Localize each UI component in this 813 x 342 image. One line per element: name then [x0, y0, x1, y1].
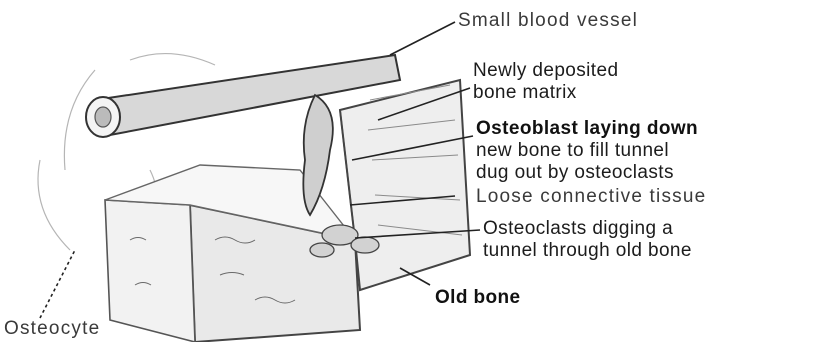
leader-small-blood-vessel	[390, 22, 455, 55]
label-newly-deposited-2: bone matrix	[473, 82, 577, 103]
label-osteoclasts-2: tunnel through old bone	[483, 240, 692, 261]
label-osteoblast-2: new bone to fill tunnel	[476, 140, 669, 161]
vessel-lumen	[95, 107, 111, 127]
ring-arc	[38, 160, 70, 250]
label-loose-connective: Loose connective tissue	[476, 186, 706, 207]
label-osteocyte: Osteocyte	[4, 318, 100, 339]
label-old-bone: Old bone	[435, 287, 521, 308]
osteoblast-tunnel	[303, 95, 333, 215]
label-small-blood-vessel: Small blood vessel	[458, 10, 638, 31]
label-osteoblast-1: Osteoblast laying down	[476, 118, 698, 139]
ring-arc	[130, 54, 215, 65]
osteoclast-cell	[351, 237, 379, 253]
section-panel	[340, 80, 470, 290]
label-newly-deposited-1: Newly deposited	[473, 60, 618, 81]
osteoclast-cell	[310, 243, 334, 257]
label-osteoblast-3: dug out by osteoclasts	[476, 162, 674, 183]
bone-block-left	[105, 200, 195, 342]
leader-osteocyte	[40, 250, 75, 318]
label-osteoclasts-1: Osteoclasts digging a	[483, 218, 673, 239]
